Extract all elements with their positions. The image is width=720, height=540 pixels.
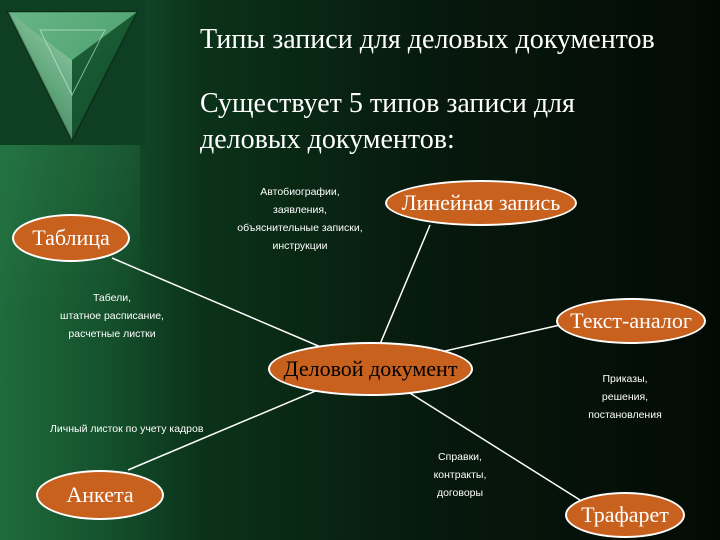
note-line: Личный листок по учету кадров: [50, 423, 204, 435]
node-business-document: Деловой документ: [268, 342, 473, 396]
note-line: договоры: [436, 487, 484, 499]
triangle-emblem-icon: [0, 0, 145, 145]
note-line: Табели,: [92, 292, 132, 304]
note-line: контракты,: [433, 469, 487, 481]
note-line: заявления,: [273, 204, 327, 216]
node-table: Таблица: [12, 214, 130, 262]
note-line: Приказы,: [602, 373, 648, 385]
node-linear-record: Линейная запись: [385, 180, 577, 226]
note-line: штатное расписание,: [60, 310, 164, 322]
note-line: Справки,: [438, 451, 482, 463]
note-line: расчетные листки: [68, 328, 156, 340]
note-linear: Автобиографии, заявления, объяснительные…: [230, 183, 370, 255]
note-line: решения,: [601, 391, 649, 403]
note-questionnaire: Личный листок по учету кадров: [50, 420, 204, 438]
node-stencil: Трафарет: [565, 492, 685, 538]
page-subtitle: Существует 5 типов записи для деловых до…: [200, 88, 575, 155]
note-table: Табели, штатное расписание, расчетные ли…: [52, 289, 172, 343]
note-line: инструкции: [272, 240, 328, 252]
node-questionnaire: Анкета: [36, 470, 164, 520]
note-stencil: Справки, контракты, договоры: [420, 448, 500, 502]
note-line: объяснительные записки,: [237, 222, 363, 234]
note-text-analog: Приказы, решения, постановления: [575, 370, 675, 424]
page-title: Типы записи для деловых документов: [200, 24, 655, 55]
note-line: постановления: [588, 409, 662, 421]
node-text-analog: Текст-аналог: [556, 298, 706, 344]
note-line: Автобиографии,: [260, 186, 340, 198]
